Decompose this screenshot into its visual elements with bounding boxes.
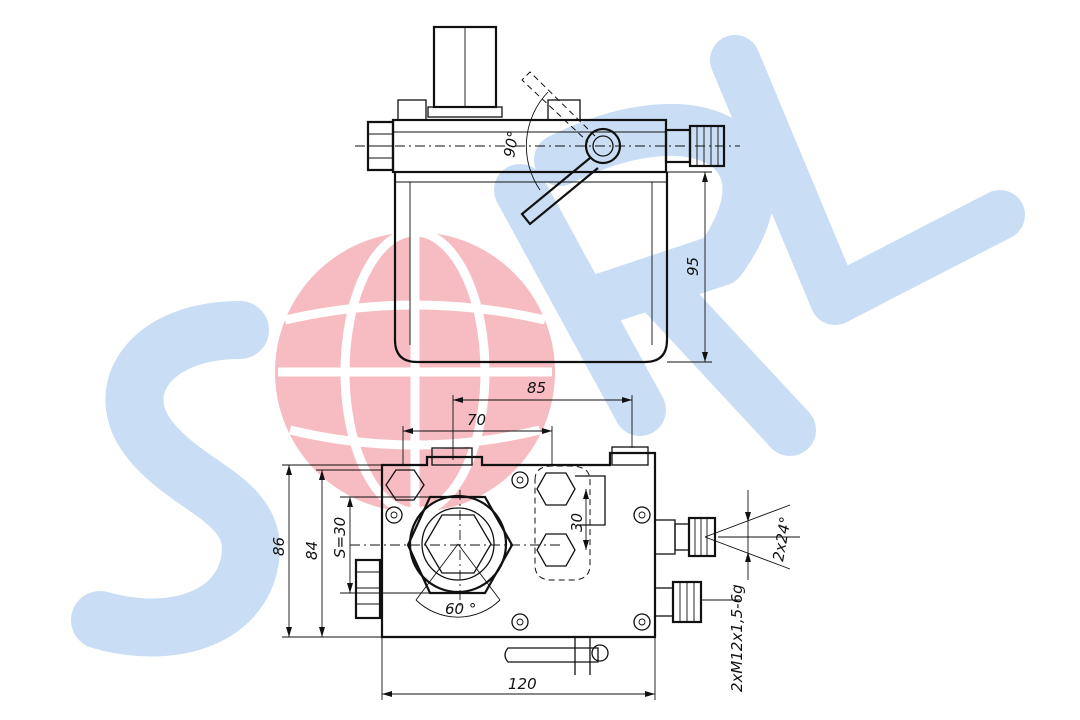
hex-plugs [534,465,606,581]
top-hex-fitting [397,25,581,121]
reservoir [393,172,669,364]
watermark-letter-r [494,103,816,456]
watermark-globe [275,227,555,517]
angle-24-label: 2x24° [769,515,795,562]
front-block [380,451,657,639]
dim-95-label: 95 [684,257,702,276]
left-side-fitting [354,558,382,620]
thread-label: 2xM12x1,5-6g [728,584,746,692]
top-view: 90° 95 [355,25,740,364]
dim-s30-label: S=30 [331,517,349,558]
dim-84-label: 84 [303,541,321,560]
dim-85-label: 85 [527,379,546,397]
dim-30-label: 30 [568,513,586,532]
dim-120-label: 120 [508,675,537,693]
watermark-letter-s [71,301,280,657]
angle-90-label: 90° [500,129,522,158]
angle-60-label: 60 ° [445,600,476,618]
bottom-lever [504,637,609,675]
dim-86-label: 86 [270,537,288,556]
dim-70-label: 70 [467,411,486,429]
watermark-letter-l [710,35,1025,325]
mounting-bolts [385,471,651,631]
right-side-fittings [654,516,717,624]
left-plug [366,120,395,172]
watermark-logo [71,35,1025,657]
